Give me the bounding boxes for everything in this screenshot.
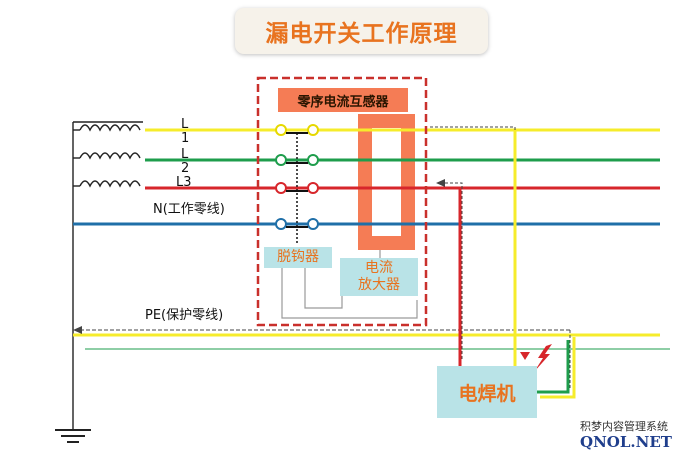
label-pe: PE(保护零线): [145, 308, 224, 323]
label-l3: L3: [176, 175, 192, 190]
trip-device: 脱钩器: [264, 247, 332, 268]
breaker-box: [256, 76, 428, 327]
label-l1: L 1: [181, 117, 190, 146]
ct-label: 零序电流互感器: [278, 88, 408, 112]
ground-icon: [55, 429, 91, 443]
arrow-pe: [73, 326, 82, 334]
current-amplifier: 电流 放大器: [340, 258, 418, 296]
welder: 电焊机: [437, 366, 537, 418]
watermark-logo: QNOL.NET: [580, 433, 672, 451]
spark-icon: [534, 344, 552, 372]
label-l2: L 2: [181, 147, 190, 176]
breaker-contacts: [275, 124, 319, 230]
transformer-coil-icon: [72, 121, 143, 430]
watermark-text: 积梦内容管理系统: [580, 420, 668, 433]
page-title: 漏电开关工作原理: [235, 8, 488, 54]
label-neutral: N(工作零线): [153, 202, 225, 217]
